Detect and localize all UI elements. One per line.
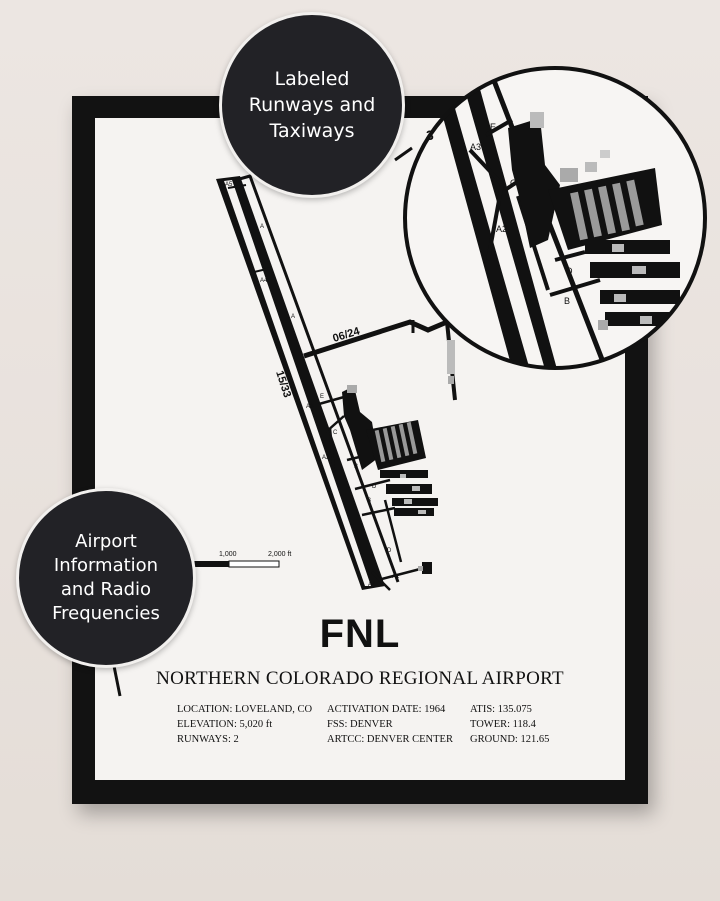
- scale-bar: 1,000 2,000 ft: [183, 551, 291, 568]
- zoom-label-a3: A3: [470, 142, 481, 152]
- info-column-frequencies: ATIS: 135.075 TOWER: 118.4 GROUND: 121.6…: [470, 702, 549, 747]
- airport-code: FNL: [319, 612, 401, 656]
- label-a1-east: A1: [392, 574, 400, 580]
- label-b-south: B: [367, 498, 371, 504]
- label-a1: A1: [368, 582, 376, 588]
- label-a5: A5: [225, 182, 233, 188]
- label-b-north: B: [354, 464, 358, 470]
- zoom-label-b: B: [564, 296, 570, 306]
- info-column-activation: ACTIVATION DATE: 1964 FSS: DENVER ARTCC:…: [327, 702, 453, 747]
- callout-info-text: Airport Information and Radio Frequencie…: [52, 531, 160, 624]
- scale-mid-label: 1,000: [219, 551, 237, 558]
- info-location: LOCATION: LOVELAND, CO: [177, 704, 313, 715]
- zoom-label-e: E: [490, 122, 496, 132]
- connector-taxiways: [316, 395, 425, 591]
- callout-left-pointer: [112, 665, 122, 697]
- label-a4: A4: [260, 278, 268, 284]
- label-a2: A2: [322, 455, 330, 461]
- info-artcc: ARTCC: DENVER CENTER: [327, 734, 453, 745]
- apron-buildings: [342, 340, 455, 574]
- info-runways: RUNWAYS: 2: [177, 734, 239, 745]
- zoom-label-c: C: [510, 178, 517, 188]
- callout-runways-text: Labeled Runways and Taxiways: [248, 68, 376, 142]
- airport-name: NORTHERN COLORADO REGIONAL AIRPORT: [156, 668, 564, 689]
- label-d-south: D: [387, 548, 392, 554]
- info-atis: ATIS: 135.075: [470, 704, 532, 715]
- info-ground: GROUND: 121.65: [470, 734, 550, 745]
- info-column-location: LOCATION: LOVELAND, CO ELEVATION: 5,020 …: [177, 702, 312, 747]
- zoom-label-a2: A2: [496, 224, 507, 234]
- info-fss: FSS: DENVER: [327, 719, 393, 730]
- callout-runways-taxiways: Labeled Runways and Taxiways: [219, 12, 405, 198]
- callout-airport-info: Airport Information and Radio Frequencie…: [16, 488, 196, 668]
- callout-top-pointer: [394, 146, 413, 162]
- info-elevation: ELEVATION: 5,020 ft: [177, 719, 273, 730]
- label-e: E: [320, 394, 324, 400]
- info-tower: TOWER: 118.4: [470, 719, 536, 730]
- label-a3: A3: [306, 404, 314, 410]
- zoom-magnifier: A3 A2 C D B E 3: [403, 66, 707, 370]
- label-c: C: [333, 430, 338, 436]
- label-a-north: A: [260, 224, 264, 230]
- label-a-mid: A: [291, 314, 295, 320]
- scale-end-label: 2,000 ft: [268, 551, 291, 558]
- label-d-north: D: [372, 484, 377, 490]
- zoom-label-partial: 3: [426, 127, 434, 143]
- zoom-label-d: D: [566, 266, 573, 276]
- taxiway-a: [224, 180, 371, 586]
- info-activation-date: ACTIVATION DATE: 1964: [327, 704, 446, 715]
- zoom-labels: A3 A2 C D B E 3: [426, 122, 573, 306]
